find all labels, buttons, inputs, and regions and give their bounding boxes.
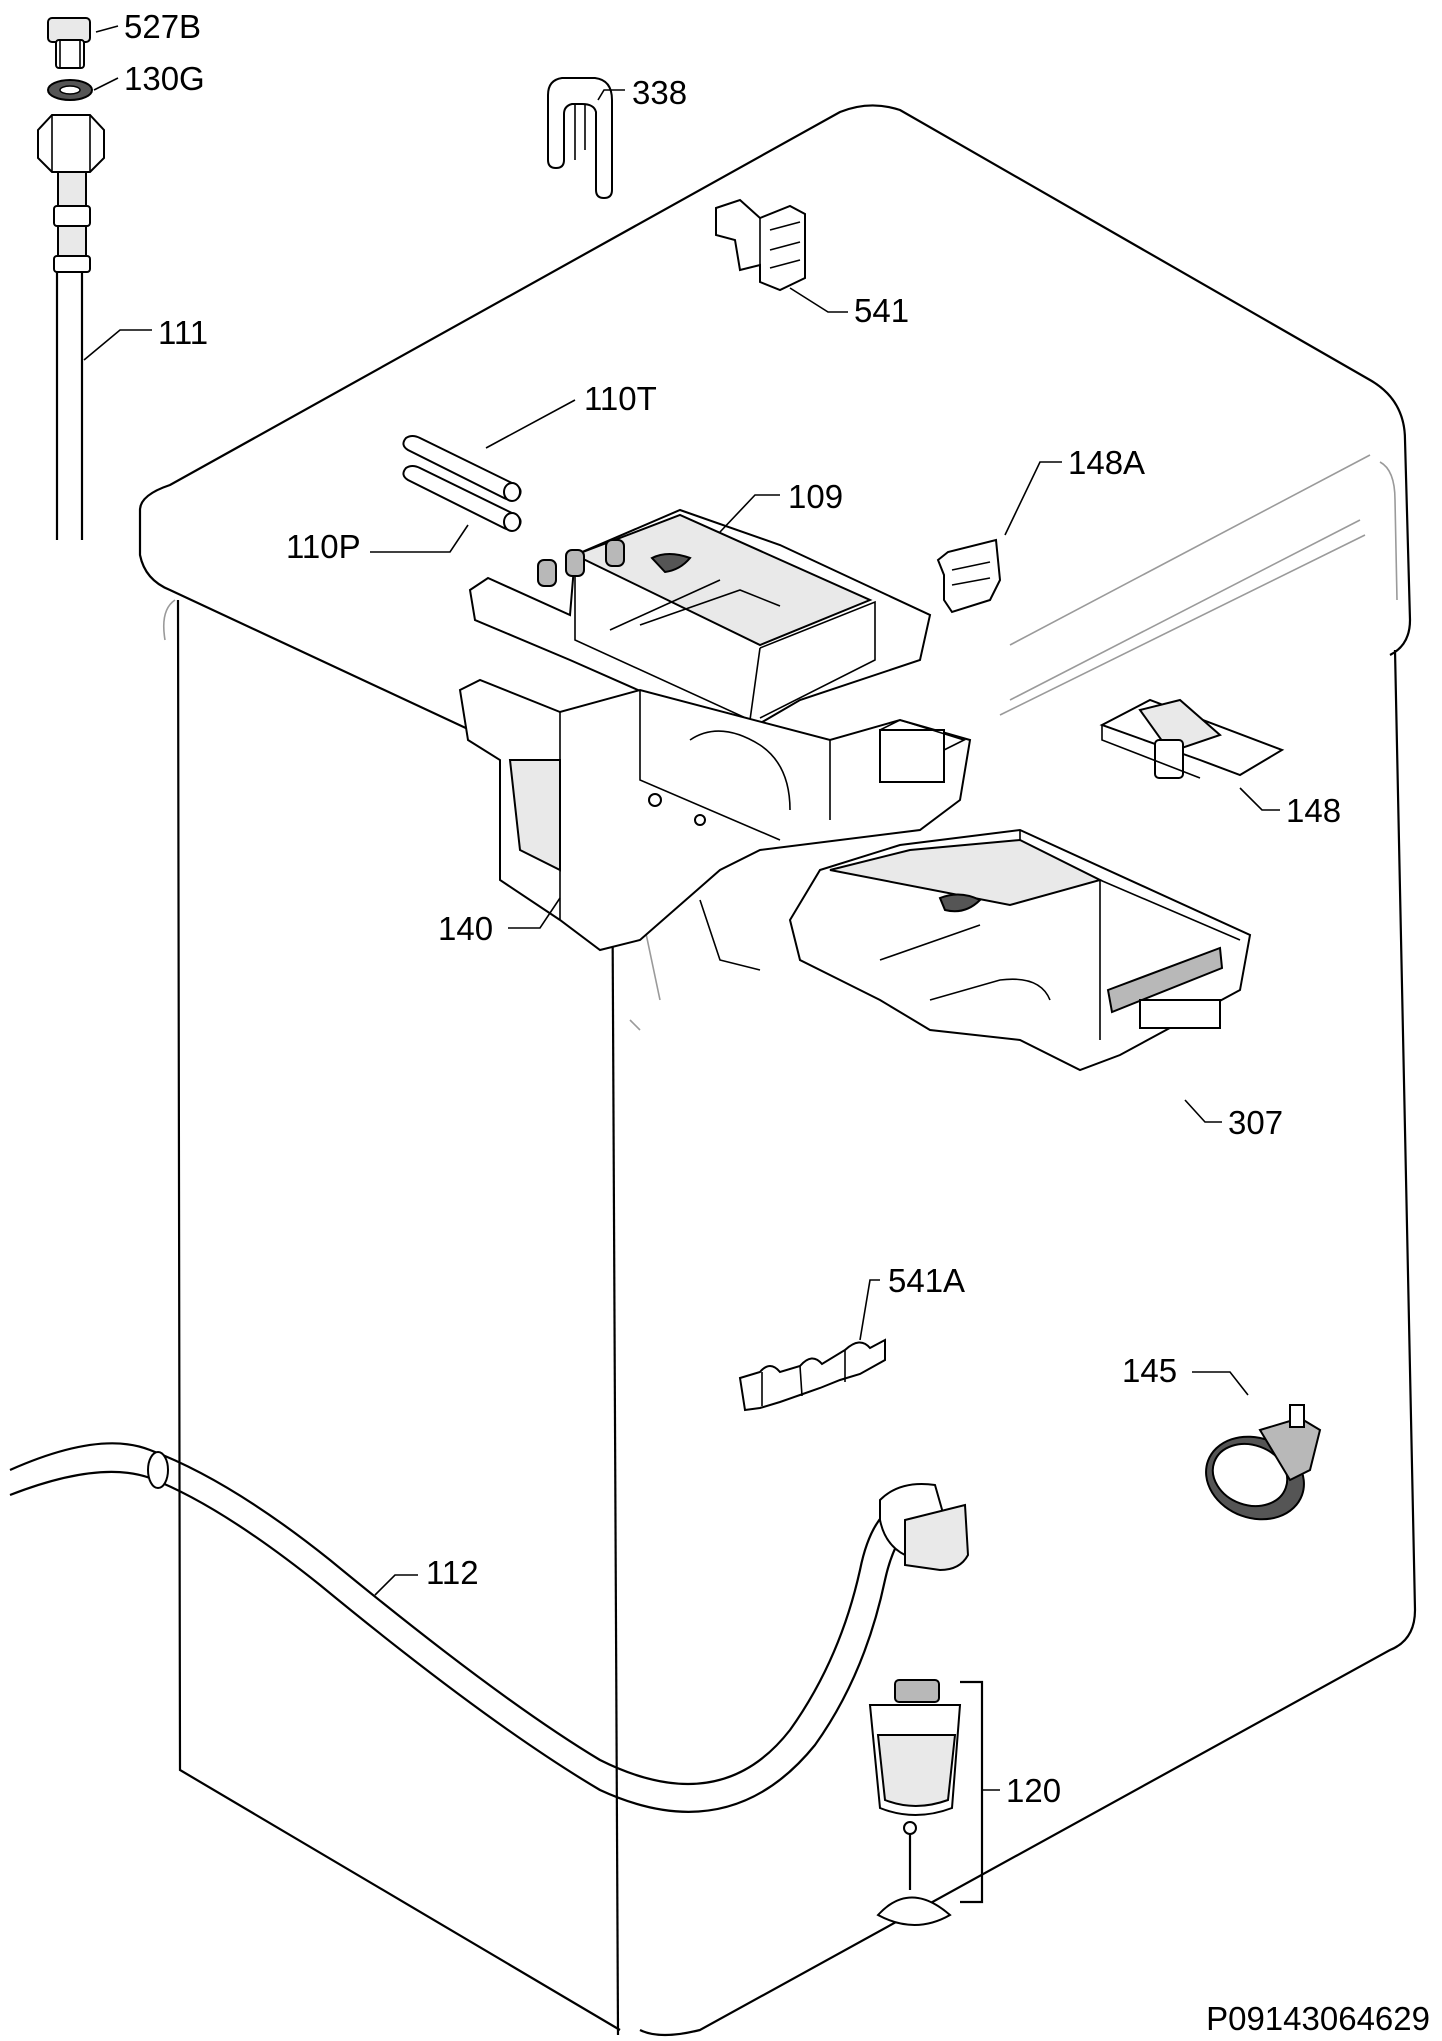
part-112-drain-hose xyxy=(9,1442,970,1813)
part-527b xyxy=(47,17,91,69)
part-148-lever xyxy=(1099,698,1285,779)
label-307: 307 xyxy=(1228,1104,1283,1141)
label-112: 112 xyxy=(426,1554,479,1591)
label-541: 541 xyxy=(854,292,909,329)
label-120: 120 xyxy=(1006,1772,1061,1809)
part-140-dispenser-housing xyxy=(458,678,972,971)
cabinet-outline xyxy=(138,104,1417,2037)
label-109: 109 xyxy=(788,478,843,515)
label-130g: 130G xyxy=(124,60,205,97)
label-338: 338 xyxy=(632,74,687,111)
label-111: 111 xyxy=(158,314,208,351)
leader-lines xyxy=(83,25,1280,1791)
label-527b: 527B xyxy=(124,8,201,45)
label-110p: 110P xyxy=(286,528,361,565)
part-120-filter xyxy=(868,1679,984,1926)
label-140: 140 xyxy=(438,910,493,947)
part-338-clip xyxy=(547,77,613,200)
part-130g xyxy=(47,79,93,101)
part-111-inlet-hose xyxy=(37,114,105,540)
label-148: 148 xyxy=(1286,792,1341,829)
label-541a: 541A xyxy=(888,1262,965,1299)
label-110t: 110T xyxy=(584,380,657,417)
part-109-dispenser-lid xyxy=(468,508,932,737)
part-541a-strip xyxy=(738,1338,886,1412)
part-307-drawer xyxy=(788,828,1252,1072)
label-145: 145 xyxy=(1122,1352,1177,1389)
document-code: P09143064629 xyxy=(1206,2000,1430,2037)
part-541-bracket xyxy=(715,198,806,292)
part-145-pressure-switch xyxy=(1205,1404,1322,1521)
part-148a-clip xyxy=(936,538,1002,614)
part-110t-110p-tubes xyxy=(402,435,522,532)
part-labels: 527B 130G 111 338 541 110T 110P 109 148A… xyxy=(124,8,1341,1809)
label-148a: 148A xyxy=(1068,444,1145,481)
